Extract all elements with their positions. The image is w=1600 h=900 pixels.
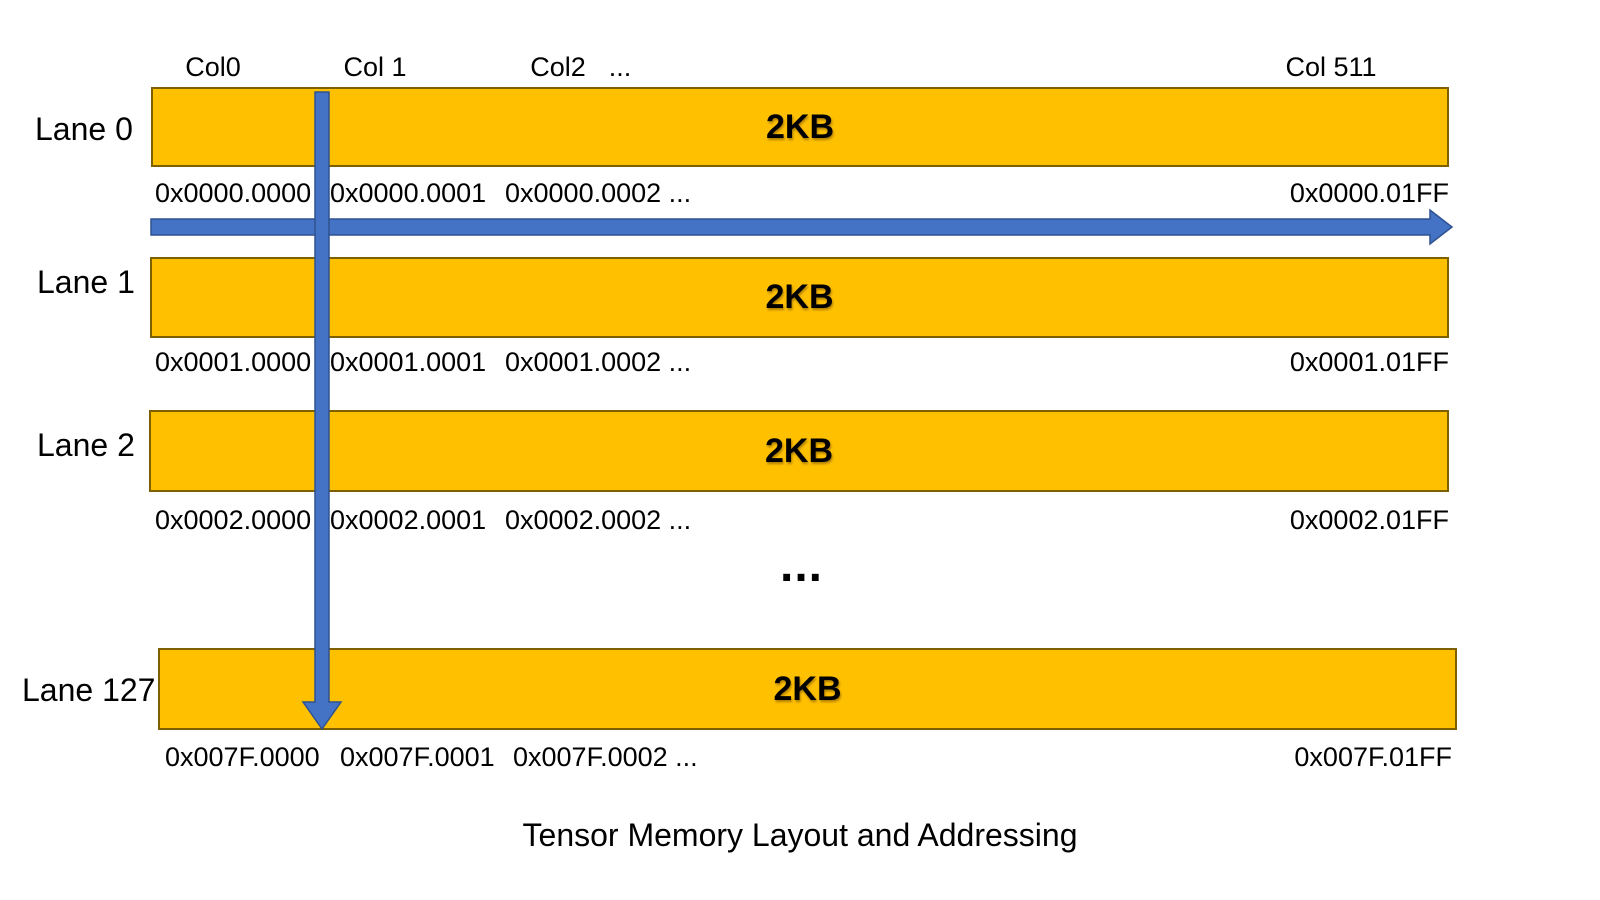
col-header-ellipsis: ... bbox=[608, 52, 632, 82]
address-label: 0x007F.0000 bbox=[165, 742, 320, 772]
lane-127-size-label: 2KB bbox=[773, 669, 842, 708]
lane-2-size-label: 2KB bbox=[764, 431, 834, 470]
column-direction-right-arrow bbox=[150, 208, 1454, 246]
diagram-title: Tensor Memory Layout and Addressing bbox=[522, 817, 1078, 853]
lane-1-size-label: 2KB bbox=[765, 278, 834, 316]
address-label: 0x0001.0001 bbox=[330, 347, 487, 377]
address-label: 0x0000.0000 bbox=[155, 178, 312, 208]
address-label: 0x0000.0001 bbox=[330, 178, 487, 208]
lane-127-label: Lane 127 bbox=[22, 672, 156, 708]
address-label: 0x0002.01FF bbox=[1289, 505, 1449, 535]
lane-1-bar: 2KB bbox=[150, 257, 1449, 338]
address-label: 0x007F.0002 ... bbox=[513, 742, 698, 772]
address-label: 0x0002.0000 bbox=[155, 505, 312, 535]
lane-0-label: Lane 0 bbox=[35, 111, 133, 147]
col-header-511: Col 511 bbox=[1285, 52, 1377, 82]
address-label: 0x0001.01FF bbox=[1289, 347, 1449, 377]
lane-2-label: Lane 2 bbox=[37, 427, 135, 463]
lanes-ellipsis: ... bbox=[780, 539, 824, 592]
lane-127-bar: 2KB bbox=[158, 648, 1457, 730]
lane-2-bar: 2KB bbox=[149, 410, 1449, 492]
lane-0-bar: 2KB bbox=[151, 87, 1449, 167]
address-label: 0x0002.0001 bbox=[330, 505, 487, 535]
address-label: 0x0000.0002 ... bbox=[505, 178, 692, 208]
col-header-0: Col0 bbox=[185, 52, 241, 82]
address-label: 0x0001.0002 ... bbox=[505, 347, 692, 377]
address-label: 0x0002.0002 ... bbox=[505, 505, 692, 535]
address-label: 0x007F.01FF bbox=[1294, 742, 1452, 772]
col-header-2: Col2 bbox=[530, 52, 586, 82]
lane-0-size-label: 2KB bbox=[765, 107, 835, 146]
address-label: 0x007F.0001 bbox=[340, 742, 495, 772]
col-header-1: Col 1 bbox=[343, 52, 407, 82]
lane-1-label: Lane 1 bbox=[37, 264, 135, 300]
address-label: 0x0001.0000 bbox=[155, 347, 312, 377]
address-label: 0x0000.01FF bbox=[1289, 178, 1449, 208]
